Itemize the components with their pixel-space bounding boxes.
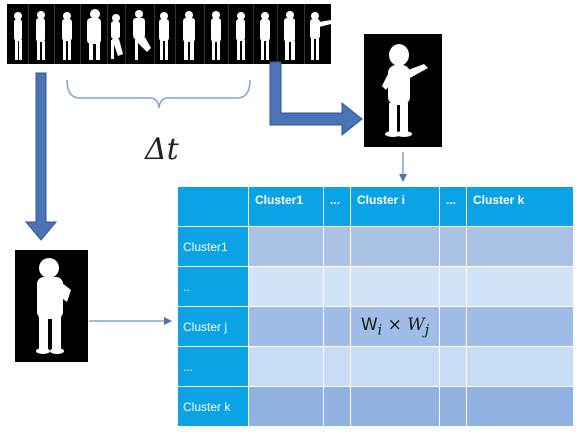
matrix-cell [466, 306, 574, 347]
column-connector-arrowhead [399, 174, 407, 182]
time-interval-label: Δt [145, 132, 179, 167]
matrix-cell [323, 306, 351, 347]
matrix-cell [248, 266, 324, 307]
target-frame-silhouette [364, 34, 442, 147]
l-shaped-arrow [269, 61, 363, 137]
matrix-cell [439, 346, 467, 387]
row-header: .. [177, 266, 249, 307]
matrix-cell [248, 306, 324, 347]
row-header: Cluster1 [177, 226, 249, 267]
times-symbol: × [387, 314, 402, 335]
matrix-cell [350, 346, 440, 387]
matrix-cell [466, 346, 574, 387]
cluster-similarity-matrix: Cluster1 ... Cluster i ... Cluster k Clu… [177, 186, 574, 427]
matrix-row: .. [177, 266, 574, 307]
column-header: Cluster i [350, 186, 440, 227]
column-header: ... [439, 186, 467, 227]
matrix-cell [439, 306, 467, 347]
matrix-cell [439, 386, 467, 427]
sampled-frame-silhouette [15, 250, 88, 362]
silhouette-image [15, 250, 88, 362]
similarity-product-cell: Wi × Wj [350, 306, 440, 347]
matrix-cell [350, 266, 440, 307]
weight-symbol: W [407, 314, 425, 335]
down-arrow [24, 72, 58, 241]
silhouette-film-strip [7, 4, 331, 64]
matrix-cell [466, 266, 574, 307]
matrix-cell [248, 226, 324, 267]
row-header: Cluster k [177, 386, 249, 427]
matrix-cell [248, 386, 324, 427]
matrix-row: ... [177, 346, 574, 387]
matrix-row: Cluster j Wi × Wj [177, 306, 574, 347]
row-connector-arrowhead [164, 317, 172, 325]
matrix-cell [466, 386, 574, 427]
matrix-cell [323, 386, 351, 427]
matrix-row: Cluster k [177, 386, 574, 427]
silhouette-sequence-image [7, 4, 331, 64]
subscript-j: j [424, 322, 430, 339]
weight-symbol: W [360, 314, 378, 335]
time-interval-brace [66, 79, 251, 109]
matrix-cell [323, 346, 351, 387]
row-header: ... [177, 346, 249, 387]
column-header: Cluster k [466, 186, 574, 227]
matrix-row: Cluster1 [177, 226, 574, 267]
matrix-cell [350, 226, 440, 267]
matrix-cell [323, 226, 351, 267]
column-header: Cluster1 [248, 186, 324, 227]
matrix-cell [439, 266, 467, 307]
row-header: Cluster j [177, 306, 249, 347]
matrix-cell [350, 386, 440, 427]
matrix-cell [248, 346, 324, 387]
matrix-cell [323, 266, 351, 307]
matrix-cell [439, 226, 467, 267]
silhouette-image [364, 34, 442, 147]
matrix-cell [466, 226, 574, 267]
matrix-header-row: Cluster1 ... Cluster i ... Cluster k [177, 186, 574, 227]
subscript-i: i [377, 322, 383, 339]
column-header: ... [323, 186, 351, 227]
matrix-corner-cell [177, 186, 249, 227]
